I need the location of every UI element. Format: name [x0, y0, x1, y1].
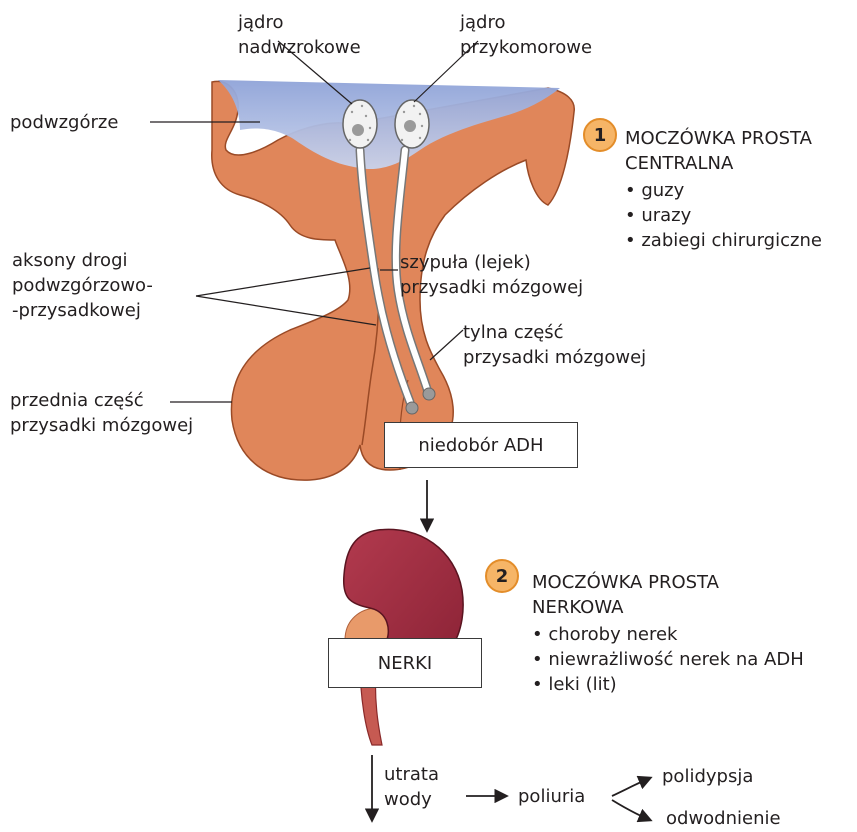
nephrogenic-number-badge: 2: [485, 559, 519, 593]
central-causes-list: guzy urazy zabiegi chirurgiczne: [625, 178, 822, 253]
list-item: zabiegi chirurgiczne: [625, 228, 822, 253]
axons-label: aksony drogi podwzgórzowo- -przysadkowej: [12, 248, 153, 323]
nephrogenic-di-title: MOCZÓWKA PROSTA NERKOWA: [532, 570, 719, 620]
polydipsia-label: polidypsja: [662, 764, 753, 789]
pituitary-stalk-label: szypuła (lejek) przysadki mózgowej: [400, 250, 583, 300]
polyuria-label: poliuria: [518, 784, 585, 809]
adh-deficiency-box: niedobór ADH: [384, 422, 578, 468]
supraoptic-nucleus-label: jądro nadwzrokowe: [238, 10, 361, 60]
list-item: urazy: [625, 203, 822, 228]
list-item: choroby nerek: [532, 622, 804, 647]
list-item: niewrażliwość nerek na ADH: [532, 647, 804, 672]
list-item: leki (lit): [532, 672, 804, 697]
list-item: guzy: [625, 178, 822, 203]
nephrogenic-causes-list: choroby nerek niewrażliwość nerek na ADH…: [532, 622, 804, 697]
central-di-title: MOCZÓWKA PROSTA CENTRALNA: [625, 126, 812, 176]
anterior-pituitary-label: przednia część przysadki mózgowej: [10, 388, 193, 438]
posterior-pituitary-label: tylna część przysadki mózgowej: [463, 320, 646, 370]
dehydration-label: odwodnienie: [666, 806, 781, 831]
hypothalamus-label: podwzgórze: [10, 110, 118, 135]
kidneys-box: NERKI: [328, 638, 482, 688]
paraventricular-nucleus-label: jądro przykomorowe: [460, 10, 592, 60]
water-loss-label: utrata wody: [384, 762, 439, 812]
central-number-badge: 1: [583, 118, 617, 152]
